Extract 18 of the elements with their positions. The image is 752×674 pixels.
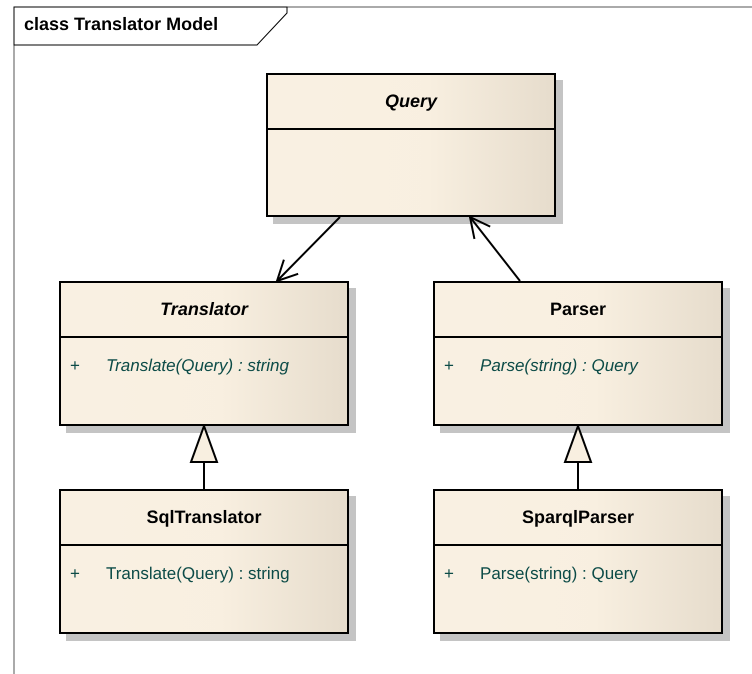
class-name: Translator — [160, 299, 248, 320]
generalization-arrow — [190, 425, 218, 489]
visibility-marker: + — [70, 356, 80, 376]
operation: Translate(Query) : string — [106, 356, 289, 376]
class-name: SqlTranslator — [146, 507, 262, 528]
association-arrow — [276, 216, 341, 282]
frame-title: class Translator Model — [24, 14, 218, 35]
class-name: SparqlParser — [522, 507, 634, 528]
class-name: Parser — [550, 299, 606, 320]
class-name: Query — [384, 91, 438, 112]
generalization-arrow — [564, 425, 592, 489]
operation: Parse(string) : Query — [480, 356, 638, 376]
visibility-marker: + — [444, 564, 454, 584]
operation: Parse(string) : Query — [480, 564, 638, 584]
visibility-marker: + — [444, 356, 454, 376]
visibility-marker: + — [70, 564, 80, 584]
operation: Translate(Query) : string — [106, 564, 290, 584]
association-arrow — [469, 216, 521, 282]
